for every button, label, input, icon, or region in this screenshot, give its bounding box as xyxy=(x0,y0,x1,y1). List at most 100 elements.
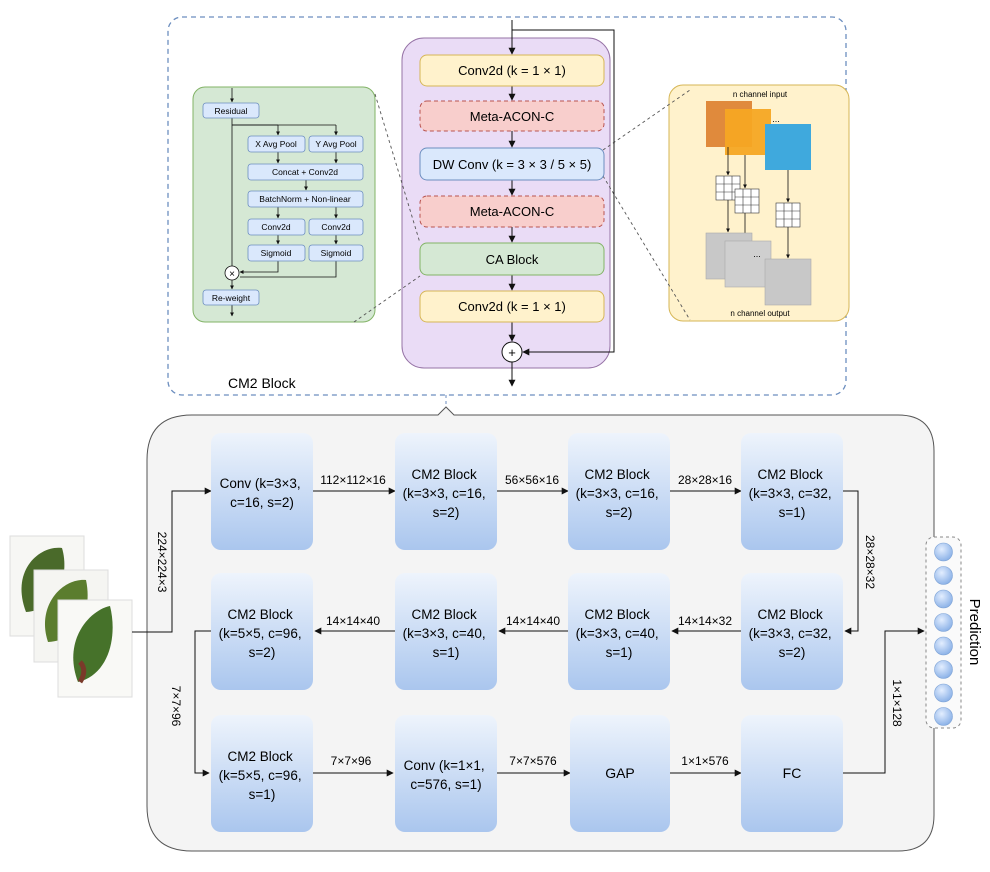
row3-block-4 xyxy=(741,715,843,832)
network-arrows xyxy=(132,487,925,777)
dw-conv-box xyxy=(419,147,605,181)
row2-block-1 xyxy=(211,573,313,690)
edge-labels: 224×224×3 112×112×16 56×56×16 28×28×16 2… xyxy=(155,473,904,768)
meta-acon-c-bottom-label: Meta-ACON-C xyxy=(470,204,555,219)
dw-detail: n channel input ... xyxy=(705,90,812,318)
edge-r2-1-label: 14×14×32 xyxy=(678,614,732,628)
row2-block-2-text: CM2 Block (k=3×3, c=40, s=1) xyxy=(403,607,490,660)
ca-batchnorm-box xyxy=(247,190,364,208)
output-channel-3 xyxy=(764,258,812,306)
ca-sigmoid-right-box xyxy=(308,244,364,262)
prediction-node xyxy=(934,707,953,726)
meta-acon-c-top-label: Meta-ACON-C xyxy=(470,109,555,124)
dw-conv-label: DW Conv (k = 3 × 3 / 5 × 5) xyxy=(433,157,592,172)
row2-block-1-text: CM2 Block (k=5×5, c=96, s=2) xyxy=(219,607,306,660)
ca-x-avg-pool-label: X Avg Pool xyxy=(255,139,297,149)
ca-conv-left-label: Conv2d xyxy=(261,222,291,232)
ca-concat-box xyxy=(247,163,364,181)
prediction-label: Prediction xyxy=(966,599,983,666)
ca-batchnorm-label: BatchNorm + Non-linear xyxy=(259,194,351,204)
dw-ellipsis-out: ... xyxy=(753,249,761,259)
ca-conv-left-box xyxy=(247,218,306,236)
row1-block-1 xyxy=(211,433,313,550)
prediction-node xyxy=(934,613,953,632)
meta-acon-c-top-box xyxy=(419,100,605,132)
cm2-block-title: CM2 Block xyxy=(228,375,297,391)
prediction-node xyxy=(934,589,953,609)
row3-block-2 xyxy=(395,715,497,832)
network-row-3: CM2 Block (k=5×5, c=96, s=1) Conv (k=1×1… xyxy=(211,715,843,832)
row3-block-1-text: CM2 Block (k=5×5, c=96, s=1) xyxy=(219,749,306,802)
network-row-2: CM2 Block (k=5×5, c=96, s=2) CM2 Block (… xyxy=(211,573,843,690)
ca-block-box xyxy=(419,242,605,276)
row2-block-3-text: CM2 Block (k=3×3, c=40, s=1) xyxy=(576,607,663,660)
edge-r2-3-label: 14×14×40 xyxy=(326,614,380,628)
row2-block-2 xyxy=(395,573,497,690)
edge-r1-down-label: 28×28×32 xyxy=(863,535,877,589)
edge-r3-2-label: 7×7×576 xyxy=(509,754,557,768)
ca-concat-label: Concat + Conv2d xyxy=(272,167,338,177)
ca-y-avg-pool-box xyxy=(308,135,364,153)
dw-ellipsis: ... xyxy=(772,114,780,124)
ca-multiply-node xyxy=(224,265,240,281)
prediction-node xyxy=(934,660,953,679)
ca-sigmoid-left-box xyxy=(247,244,306,262)
ca-multiply-symbol: × xyxy=(229,269,235,280)
conv2d-1x1-top-box xyxy=(419,54,605,87)
row1-block-4-text: CM2 Block (k=3×3, c=32, s=1) xyxy=(749,467,836,520)
row1-block-1-text: Conv (k=3×3, c=16, s=2) xyxy=(220,476,305,510)
cm2-main-arrows xyxy=(508,20,615,387)
ca-sigmoid-left-label: Sigmoid xyxy=(261,248,292,258)
ca-conv-right-label: Conv2d xyxy=(321,222,351,232)
meta-acon-c-bottom-box xyxy=(419,195,605,228)
residual-add-symbol: + xyxy=(508,345,516,360)
edge-r2-2-label: 14×14×40 xyxy=(506,614,560,628)
cm2-main-flow: Conv2d (k = 1 × 1) Meta-ACON-C DW Conv (… xyxy=(419,54,605,363)
row1-block-3 xyxy=(568,433,670,550)
ca-x-avg-pool-box xyxy=(247,135,306,153)
row2-block-3 xyxy=(568,573,670,690)
edge-r1-2-label: 56×56×16 xyxy=(505,473,559,487)
prediction-node xyxy=(934,566,953,585)
dw-output-label: n channel output xyxy=(730,309,790,318)
edge-r1-3-label: 28×28×16 xyxy=(678,473,732,487)
prediction-node xyxy=(934,636,953,656)
row3-block-1 xyxy=(211,715,313,832)
detail-connectors xyxy=(353,89,691,323)
ca-reweight-label: Re-weight xyxy=(212,293,251,303)
prediction-nodes xyxy=(934,542,953,726)
ca-residual-label: Residual xyxy=(214,106,247,116)
input-channel-2 xyxy=(725,109,771,155)
ca-detail: Residual X Avg Pool Y Avg Pool Concat + … xyxy=(202,88,364,317)
row1-block-2-text: CM2 Block (k=3×3, c=16, s=2) xyxy=(403,467,490,520)
leaf-input-images xyxy=(9,535,133,698)
ca-residual-box xyxy=(202,102,260,119)
kernel-grid-2 xyxy=(734,188,760,214)
kernel-grid-3 xyxy=(775,202,801,228)
network-panel xyxy=(146,406,935,852)
network-row-1: Conv (k=3×3, c=16, s=2) CM2 Block (k=3×3… xyxy=(211,433,843,550)
row1-block-4 xyxy=(741,433,843,550)
ca-block-label: CA Block xyxy=(486,252,539,267)
edge-output-label: 1×1×128 xyxy=(890,679,904,727)
residual-add-node xyxy=(501,341,523,363)
ca-y-avg-pool-label: Y Avg Pool xyxy=(315,139,356,149)
prediction-output: Prediction xyxy=(925,536,983,729)
row1-block-2 xyxy=(395,433,497,550)
conv2d-1x1-bottom-box xyxy=(419,290,605,323)
conv2d-1x1-bottom-label: Conv2d (k = 1 × 1) xyxy=(458,299,566,314)
edge-r1-1-label: 112×112×16 xyxy=(320,473,386,487)
row2-block-4 xyxy=(741,573,843,690)
output-channel-2 xyxy=(724,240,772,288)
conv2d-1x1-top-label: Conv2d (k = 1 × 1) xyxy=(458,63,566,78)
row3-block-4-text: FC xyxy=(783,765,802,781)
row3-block-3 xyxy=(570,715,670,832)
row2-block-4-text: CM2 Block (k=3×3, c=32, s=2) xyxy=(749,607,836,660)
ca-conv-right-box xyxy=(308,218,364,236)
row1-block-3-text: CM2 Block (k=3×3, c=16, s=2) xyxy=(576,467,663,520)
input-channel-3 xyxy=(765,124,811,170)
dw-input-label: n channel input xyxy=(733,90,788,99)
ca-reweight-box xyxy=(202,289,260,306)
edge-r3-3-label: 1×1×576 xyxy=(681,754,729,768)
